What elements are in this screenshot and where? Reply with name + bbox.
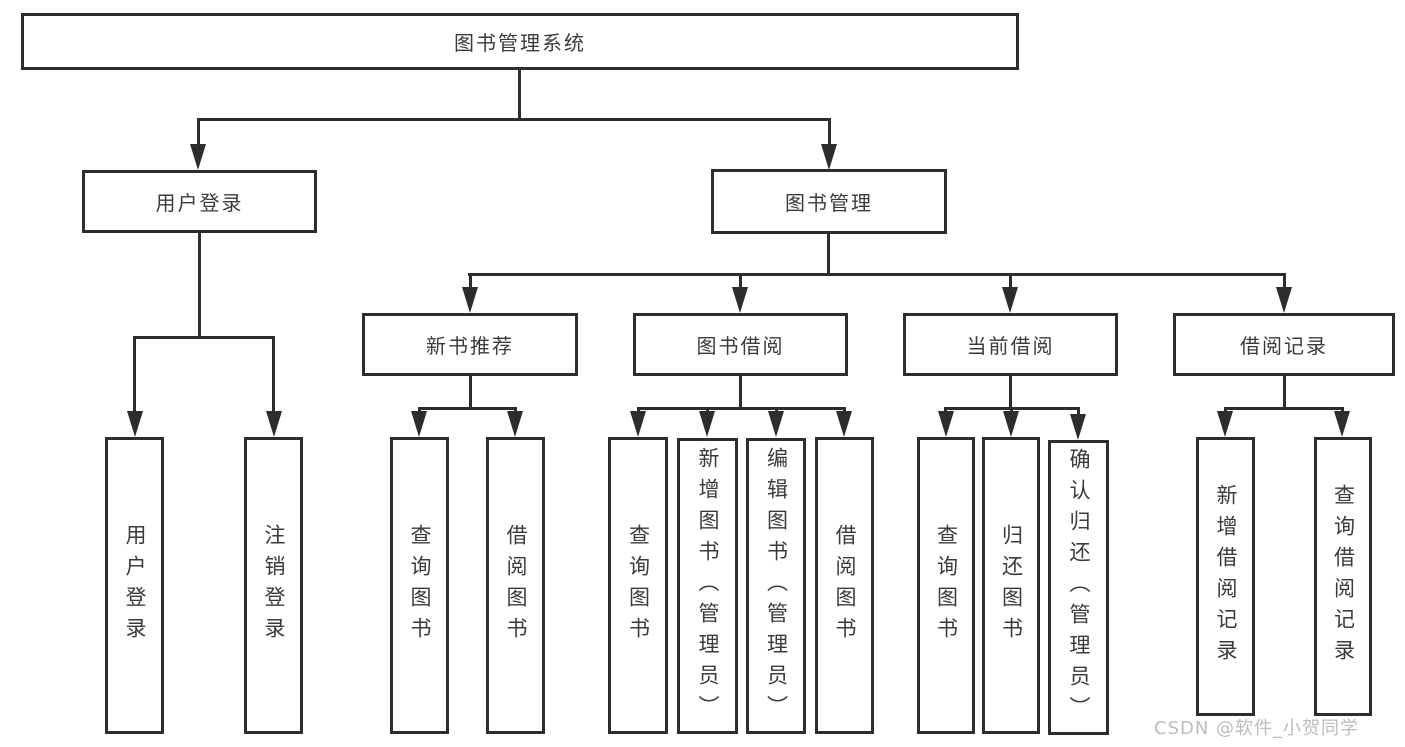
connector-stem bbox=[1283, 273, 1286, 289]
leaf-add-book-admin: 新增图书（管理员） bbox=[677, 438, 738, 734]
connector-stem bbox=[197, 118, 200, 146]
connector-new-book-rail bbox=[418, 407, 517, 410]
connector-stem bbox=[1077, 407, 1080, 418]
connector-stem bbox=[1009, 273, 1012, 289]
connector-stem bbox=[469, 273, 472, 289]
connector-records-drop bbox=[1283, 376, 1286, 407]
node-user-login: 用户登录 bbox=[82, 170, 317, 233]
leaf-query-borrow-record: 查询借阅记录 bbox=[1314, 437, 1372, 716]
arrowhead-icon bbox=[507, 411, 523, 437]
arrowhead-icon bbox=[462, 287, 478, 313]
connector-book-mgmt-drop bbox=[827, 233, 830, 273]
csdn-watermark: CSDN @软件_小贺同学 bbox=[1154, 718, 1360, 739]
leaf-edit-book-admin: 编辑图书（管理员） bbox=[746, 438, 806, 734]
arrowhead-icon bbox=[1003, 411, 1019, 437]
arrowhead-icon bbox=[1002, 287, 1018, 313]
connector-user-login-drop bbox=[198, 233, 201, 336]
connector-stem bbox=[133, 336, 136, 413]
node-root: 图书管理系统 bbox=[21, 13, 1019, 70]
connector-stem bbox=[272, 336, 275, 413]
connector-stem bbox=[828, 118, 831, 146]
arrowhead-icon bbox=[732, 287, 748, 313]
node-current-borrow: 当前借阅 bbox=[903, 313, 1118, 376]
connector-records-rail bbox=[1224, 407, 1344, 410]
node-book-borrow: 图书借阅 bbox=[633, 313, 848, 376]
connector-new-book-drop bbox=[469, 376, 472, 407]
arrowhead-icon bbox=[1276, 287, 1292, 313]
arrowhead-icon bbox=[836, 411, 852, 437]
arrowhead-icon bbox=[1217, 411, 1233, 437]
leaf-query-book-3: 查询图书 bbox=[917, 437, 975, 734]
node-borrow-records: 借阅记录 bbox=[1173, 313, 1395, 376]
arrowhead-icon bbox=[1070, 414, 1086, 440]
leaf-borrow-book-2: 借阅图书 bbox=[815, 437, 874, 734]
leaf-confirm-return-admin: 确认归还（管理员） bbox=[1048, 440, 1109, 735]
leaf-query-book-2: 查询图书 bbox=[608, 437, 668, 734]
connector-level3-rail bbox=[468, 273, 1286, 276]
connector-level2-rail bbox=[197, 118, 831, 121]
connector-book-borrow-drop bbox=[739, 376, 742, 407]
arrowhead-icon bbox=[266, 411, 282, 437]
connector-book-borrow-rail bbox=[637, 407, 846, 410]
leaf-logout: 注销登录 bbox=[244, 437, 303, 734]
node-book-management: 图书管理 bbox=[711, 169, 947, 234]
connector-current-borrow-drop bbox=[1009, 376, 1012, 407]
arrowhead-icon bbox=[768, 411, 784, 437]
arrowhead-icon bbox=[411, 411, 427, 437]
arrowhead-icon bbox=[938, 411, 954, 437]
arrowhead-icon bbox=[699, 411, 715, 437]
arrowhead-icon bbox=[821, 144, 837, 170]
leaf-return-book: 归还图书 bbox=[982, 437, 1040, 734]
node-new-book-recommend: 新书推荐 bbox=[362, 313, 578, 376]
arrowhead-icon bbox=[127, 411, 143, 437]
connector-user-login-rail bbox=[133, 336, 275, 339]
connector-stem bbox=[739, 273, 742, 289]
arrowhead-icon bbox=[1334, 411, 1350, 437]
connector-root-drop bbox=[518, 69, 521, 118]
arrowhead-icon bbox=[630, 411, 646, 437]
leaf-user-login: 用户登录 bbox=[105, 437, 164, 734]
arrowhead-icon bbox=[190, 144, 206, 170]
leaf-borrow-book-1: 借阅图书 bbox=[486, 437, 545, 734]
leaf-query-book-1: 查询图书 bbox=[390, 437, 449, 734]
leaf-add-borrow-record: 新增借阅记录 bbox=[1196, 437, 1255, 716]
